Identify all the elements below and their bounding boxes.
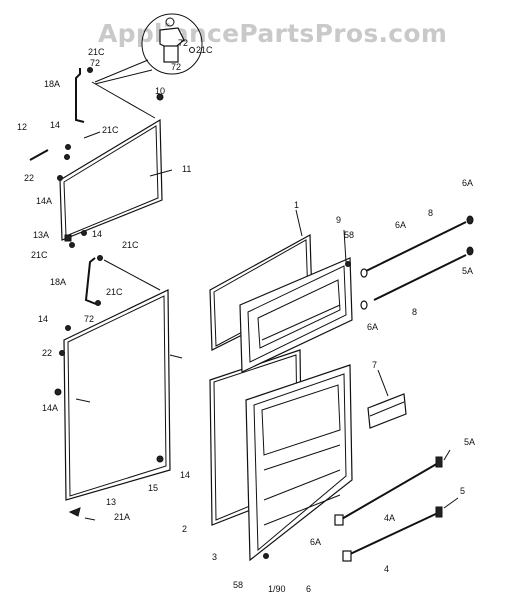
label-15: 15 xyxy=(148,483,158,493)
label-14a-lower: 14A xyxy=(42,403,58,413)
hinge-detail-zoom: 72 72 21C xyxy=(94,13,213,85)
label-1: 1 xyxy=(294,200,299,210)
label-6a-b: 6A xyxy=(367,322,378,332)
label-6: 6 xyxy=(306,584,311,594)
freezer-door-liner xyxy=(239,229,353,373)
label-5a-bottom: 5A xyxy=(464,437,475,447)
label-21c-lower: 21C xyxy=(106,287,123,297)
label-8-b: 8 xyxy=(412,307,417,317)
label-3: 3 xyxy=(212,552,217,562)
label-18a-lower: 18A xyxy=(50,277,66,287)
label-21c-upper-c: 21C xyxy=(122,240,139,250)
label-5: 5 xyxy=(460,486,465,496)
zoom-label-72: 72 xyxy=(178,38,188,48)
date-code: 1/90 xyxy=(268,584,286,594)
freezer-shelf-bars xyxy=(360,215,474,310)
watermark: AppliancePartsPros.com xyxy=(98,19,447,48)
label-18a-upper: 18A xyxy=(44,79,60,89)
dairy-bin xyxy=(367,369,407,429)
label-9: 9 xyxy=(336,215,341,225)
label-14-upper-b: 14 xyxy=(92,229,102,239)
fresh-food-door-outer-panel xyxy=(54,255,183,521)
label-7: 7 xyxy=(372,360,377,370)
label-21c-top: 21C xyxy=(88,47,105,57)
label-58-bottom: 58 xyxy=(233,580,243,590)
label-14-upper: 14 xyxy=(50,120,60,130)
zoom-label-21c: 21C xyxy=(196,45,213,55)
label-58-top: 58 xyxy=(344,230,354,240)
freezer-door-outer-panel xyxy=(29,67,173,248)
label-72-lower: 72 xyxy=(84,314,94,324)
fresh-food-shelf-bars xyxy=(334,449,459,562)
label-21c-upper-b: 21C xyxy=(31,250,48,260)
label-5a-top: 5A xyxy=(462,266,473,276)
fresh-food-door-liner xyxy=(245,364,353,562)
zoom-label-72b: 72 xyxy=(171,62,181,72)
label-11: 11 xyxy=(182,164,191,174)
label-10: 10 xyxy=(155,86,165,96)
label-22-lower: 22 xyxy=(42,348,52,358)
label-2: 2 xyxy=(182,524,187,534)
label-6a-a: 6A xyxy=(462,178,473,188)
label-14-lower: 14 xyxy=(38,314,48,324)
label-72-top: 72 xyxy=(90,58,100,68)
label-22-upper: 22 xyxy=(24,173,34,183)
label-13: 13 xyxy=(106,497,116,507)
label-14-lower-b: 14 xyxy=(180,470,190,480)
label-6a-liner: 6A xyxy=(395,220,406,230)
label-8-a: 8 xyxy=(428,208,433,218)
label-6a-bottom: 6A xyxy=(310,537,321,547)
label-14a-upper: 14A xyxy=(36,196,52,206)
label-4: 4 xyxy=(384,564,389,574)
label-13a: 13A xyxy=(33,230,49,240)
label-12: 12 xyxy=(17,122,27,132)
label-4a: 4A xyxy=(384,513,395,523)
label-21a: 21A xyxy=(114,512,130,522)
label-21c-upper: 21C xyxy=(102,125,119,135)
